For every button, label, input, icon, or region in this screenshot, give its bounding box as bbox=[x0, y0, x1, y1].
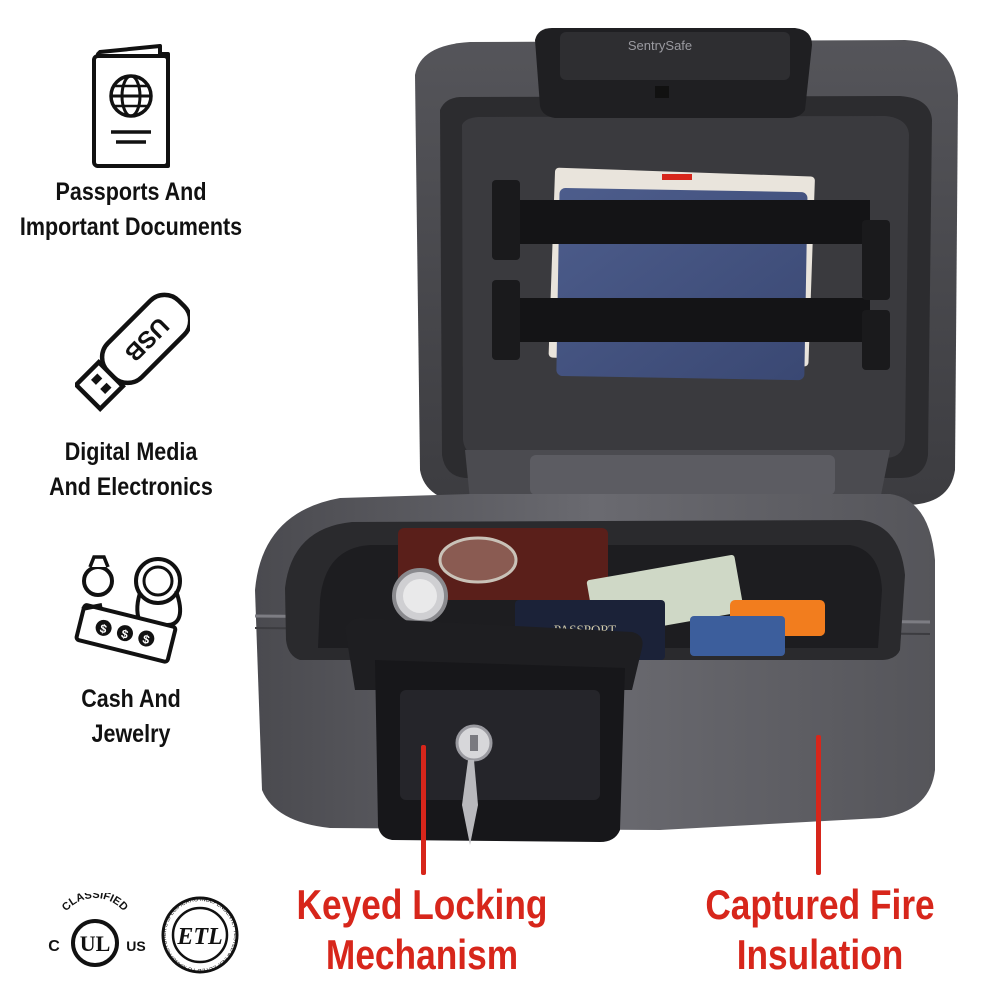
lock-callout-line bbox=[421, 745, 426, 875]
feature-label-passports: Passports And Important Documents bbox=[19, 178, 243, 241]
document-pocket bbox=[492, 167, 890, 381]
callout-keyed-locking: Keyed Locking Mechanism bbox=[296, 881, 548, 978]
feature-label-digital: Digital Media And Electronics bbox=[49, 438, 213, 501]
svg-text:US: US bbox=[126, 938, 145, 954]
safe-body: PASSPORT bbox=[254, 494, 935, 845]
svg-text:ETL: ETL bbox=[176, 924, 222, 950]
svg-text:$: $ bbox=[141, 632, 151, 647]
fire-callout-line bbox=[816, 735, 821, 875]
feature-label-cash: Cash And Jewelry bbox=[81, 685, 181, 748]
etl-listed-logo: INDEPENDENTLY TESTED & INSPECTED TO MANU… bbox=[158, 891, 240, 975]
svg-text:CLASSIFIED: CLASSIFIED bbox=[60, 893, 130, 914]
callout-fire-insulation: Captured Fire Insulation bbox=[705, 881, 935, 978]
ul-classified-logo: CLASSIFIED UL C US bbox=[40, 889, 150, 973]
usb-drive-icon: USB bbox=[72, 288, 193, 418]
svg-text:SentrySafe: SentrySafe bbox=[628, 38, 692, 53]
svg-text:$: $ bbox=[120, 627, 130, 642]
svg-text:UL: UL bbox=[80, 931, 111, 956]
cash-jewelry-icon: $ $ $ bbox=[72, 543, 194, 673]
passport-icon bbox=[88, 44, 178, 169]
svg-text:C: C bbox=[48, 938, 60, 955]
svg-text:$: $ bbox=[98, 621, 108, 636]
